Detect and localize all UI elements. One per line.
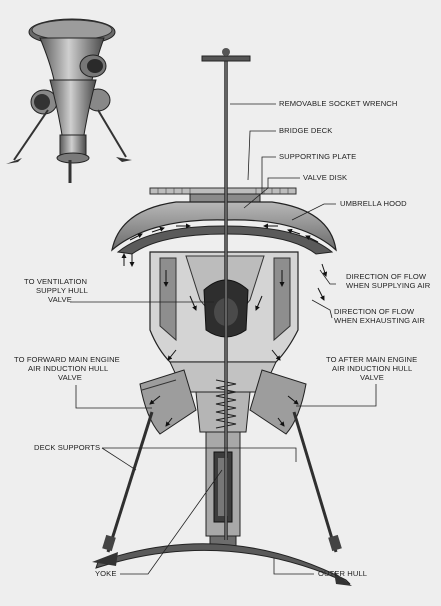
label-flow-supply-line1: DIRECTION OF FLOW: [346, 272, 427, 281]
label-removable-socket-wrench: REMOVABLE SOCKET WRENCH: [279, 99, 397, 108]
leader-lines: [70, 103, 377, 575]
label-ventilation-line1: TO VENTILATION: [24, 277, 87, 286]
label-forward-line3: VALVE: [58, 373, 82, 382]
exterior-view-illustration: [6, 18, 132, 183]
label-forward-line1: TO FORWARD MAIN ENGINE: [14, 355, 120, 364]
label-deck-supports: DECK SUPPORTS: [34, 443, 100, 452]
label-flow-supply-line2: WHEN SUPPLYING AIR: [346, 281, 431, 290]
label-ventilation-line3: VALVE: [48, 295, 72, 304]
label-umbrella-hood: UMBRELLA HOOD: [340, 199, 407, 208]
label-bridge-deck: BRIDGE DECK: [279, 126, 332, 135]
label-valve-disk: VALVE DISK: [303, 173, 347, 182]
label-ventilation-line2: SUPPLY HULL: [36, 286, 88, 295]
label-flow-exhaust-line1: DIRECTION OF FLOW: [334, 307, 415, 316]
label-forward-line2: AIR INDUCTION HULL: [28, 364, 108, 373]
label-outer-hull: OUTER HULL: [318, 569, 367, 578]
label-after-line1: TO AFTER MAIN ENGINE: [326, 355, 417, 364]
label-yoke: YOKE: [95, 569, 117, 578]
label-after-line2: AIR INDUCTION HULL: [332, 364, 412, 373]
label-after-line3: VALVE: [360, 373, 384, 382]
label-supporting-plate: SUPPORTING PLATE: [279, 152, 356, 161]
cutaway-illustration: [92, 48, 352, 586]
label-flow-exhaust-line2: WHEN EXHAUSTING AIR: [334, 316, 425, 325]
